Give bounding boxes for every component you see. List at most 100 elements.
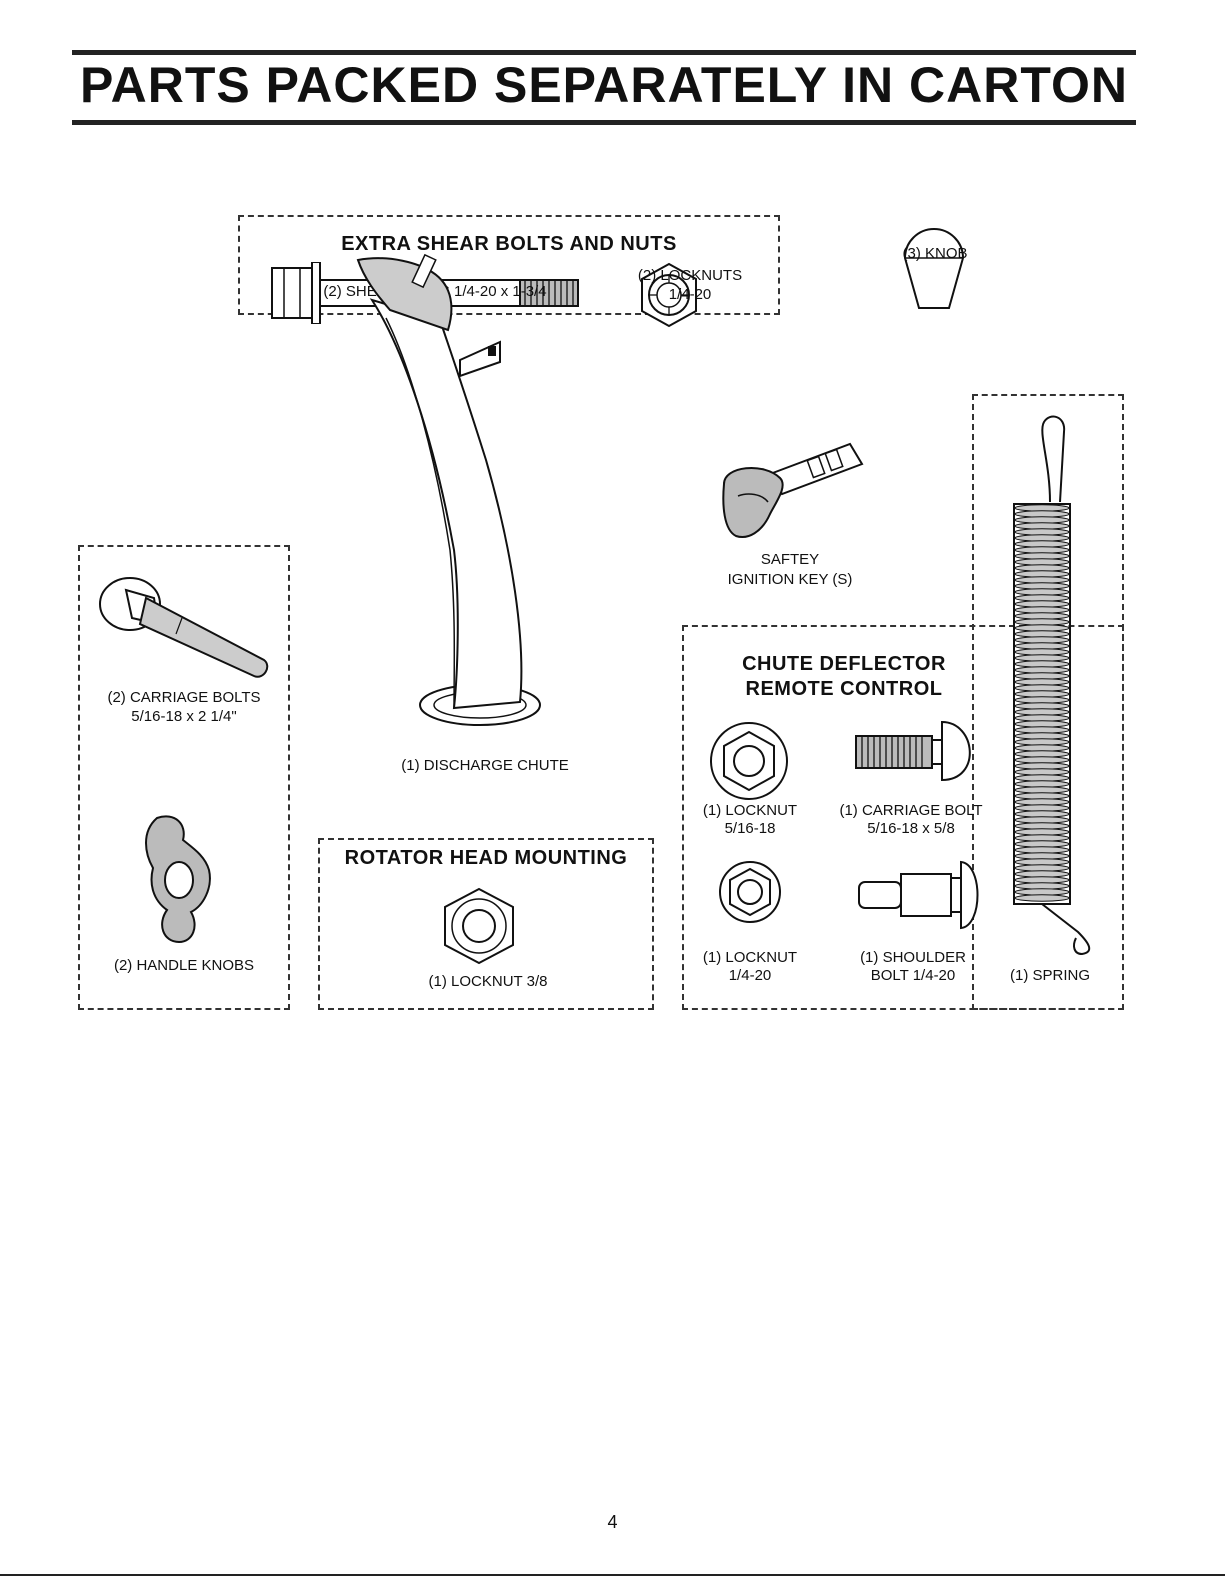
spring-coil	[1014, 864, 1070, 872]
spring-coil	[1014, 882, 1070, 890]
spring-coil	[1014, 540, 1070, 548]
spring-coil	[1014, 648, 1070, 656]
handle-knob-illustration	[127, 808, 227, 948]
deflector-locknut-2-label-1: (1) LOCKNUT	[702, 949, 798, 966]
knob-label: (3) KNOB	[902, 245, 968, 262]
title-rule-bottom	[72, 120, 1136, 125]
spring-coil	[1014, 522, 1070, 530]
spring-coil	[1014, 870, 1070, 878]
ignition-key-illustration	[718, 436, 868, 546]
page-title: PARTS PACKED SEPARATELY IN CARTON	[80, 57, 1128, 113]
spring-coil	[1014, 750, 1070, 758]
deflector-locknut-1-4-illustration	[718, 860, 782, 924]
spring-coil	[1014, 582, 1070, 590]
spring-coil	[1014, 726, 1070, 734]
spring-coil	[1014, 822, 1070, 830]
spring-coil	[1014, 768, 1070, 776]
shear-locknuts-label-2: 1/4-20	[668, 286, 712, 303]
shear-bolt-illustration	[270, 262, 590, 324]
deflector-carriage-bolt-label-1: (1) CARRIAGE BOLT	[839, 802, 983, 819]
spring-coil	[1014, 546, 1070, 554]
spring-coil	[1014, 654, 1070, 662]
ignition-key-label-2: IGNITION KEY (S)	[727, 571, 853, 588]
carriage-bolts-label-1: (2) CARRIAGE BOLTS	[107, 689, 261, 706]
deflector-carriage-bolt-illustration	[852, 720, 992, 782]
spring-coil	[1014, 786, 1070, 794]
handle-knobs-label: (2) HANDLE KNOBS	[113, 957, 255, 974]
chute-deflector-heading-1: CHUTE DEFLECTOR	[742, 653, 946, 675]
chute-deflector-heading-2: REMOTE CONTROL	[745, 678, 943, 700]
knob-illustration	[897, 220, 971, 314]
spring-coil	[1014, 666, 1070, 674]
spring-coil	[1014, 558, 1070, 566]
spring-coil	[1014, 798, 1070, 806]
carriage-bolts-label-2: 5/16-18 x 2 1/4"	[131, 708, 237, 725]
spring-coil	[1014, 858, 1070, 866]
discharge-chute-label: (1) DISCHARGE CHUTE	[401, 757, 569, 774]
chute-deflector-box	[682, 625, 1124, 1010]
shoulder-bolt-illustration	[855, 860, 985, 930]
discharge-chute-illustration	[350, 250, 550, 730]
spring-coil	[1014, 528, 1070, 536]
spring-coil	[1014, 828, 1070, 836]
bottom-rule	[0, 1574, 1225, 1576]
spring-coil	[1014, 660, 1070, 668]
rotator-locknut-label: (1) LOCKNUT 3/8	[428, 973, 548, 990]
spring-coil	[1014, 834, 1070, 842]
spring-coil	[1014, 612, 1070, 620]
spring-coil	[1014, 678, 1070, 686]
spring-coil	[1014, 510, 1070, 518]
ignition-key-label-1: SAFTEY	[760, 551, 820, 568]
spring-coil	[1014, 594, 1070, 602]
spring-coil	[1014, 576, 1070, 584]
spring-coil	[1014, 840, 1070, 848]
spring-coil	[1014, 780, 1070, 788]
spring-coil	[1014, 696, 1070, 704]
spring-coil	[1014, 588, 1070, 596]
spring-coil	[1014, 774, 1070, 782]
spring-coil	[1014, 816, 1070, 824]
spring-coil	[1014, 738, 1070, 746]
shear-bolts-heading: EXTRA SHEAR BOLTS AND NUTS	[341, 233, 677, 255]
spring-coil	[1014, 888, 1070, 896]
shoulder-bolt-label-1: (1) SHOULDER	[860, 949, 966, 966]
spring-coil	[1014, 600, 1070, 608]
spring-coil	[1014, 684, 1070, 692]
spring-coil	[1014, 792, 1070, 800]
deflector-locknut-1-label-2: 5/16-18	[724, 820, 776, 837]
spring-coil	[1014, 642, 1070, 650]
rotator-locknut-illustration	[439, 887, 519, 965]
deflector-locknut-1-label-1: (1) LOCKNUT	[702, 802, 798, 819]
carriage-bolts-box	[78, 545, 290, 1010]
page-number: 4	[607, 1512, 618, 1532]
spring-coil	[1014, 846, 1070, 854]
shear-locknuts-label-1: (2) LOCKNUTS	[637, 267, 743, 284]
spring-coil	[1014, 534, 1070, 542]
spring-coil	[1014, 516, 1070, 524]
spring-coil	[1014, 852, 1070, 860]
spring-coil	[1014, 894, 1070, 902]
shoulder-bolt-label-2: BOLT 1/4-20	[870, 967, 956, 984]
spring-label: (1) SPRING	[1009, 967, 1090, 984]
spring-coil	[1014, 570, 1070, 578]
spring-coil	[1014, 744, 1070, 752]
spring-coil	[1014, 762, 1070, 770]
spring-illustration	[1010, 412, 1100, 957]
spring-coil	[1014, 708, 1070, 716]
deflector-carriage-bolt-label-2: 5/16-18 x 5/8	[867, 820, 955, 837]
spring-coil	[1014, 690, 1070, 698]
spring-coil	[1014, 810, 1070, 818]
spring-coil	[1014, 804, 1070, 812]
spring-coil	[1014, 618, 1070, 626]
spring-coil	[1014, 732, 1070, 740]
spring-coil	[1014, 564, 1070, 572]
spring-coil	[1014, 720, 1070, 728]
spring-coil	[1014, 672, 1070, 680]
deflector-locknut-5-16-illustration	[708, 720, 790, 802]
spring-coil	[1014, 636, 1070, 644]
spring-coil	[1014, 606, 1070, 614]
spring-coil	[1014, 624, 1070, 632]
rotator-head-box	[318, 838, 654, 1010]
shear-bolts-box	[238, 215, 780, 315]
spring-coil	[1014, 714, 1070, 722]
